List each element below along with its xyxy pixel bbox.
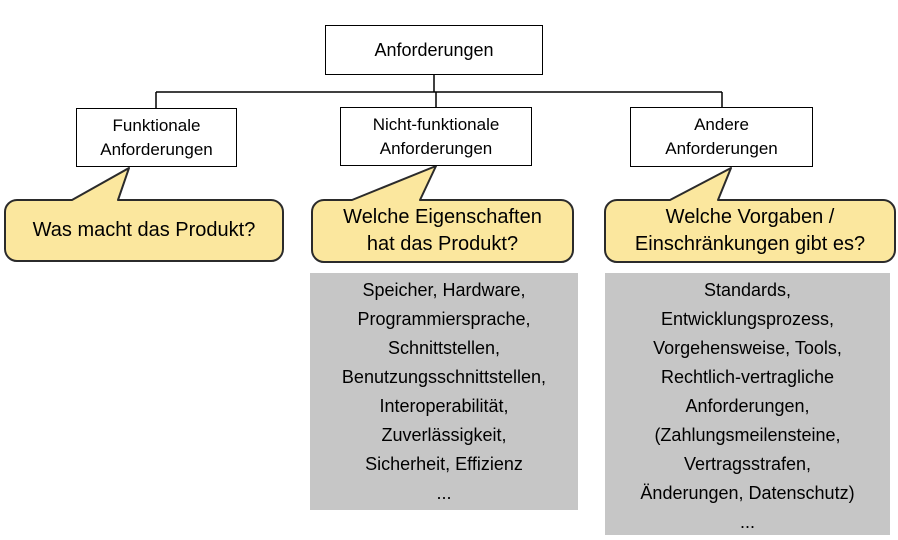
callout-text-welche-vorgaben: Welche Vorgaben /Einschränkungen gibt es… [634, 206, 866, 255]
node-anforderungen: Anforderungen [325, 25, 543, 75]
callout-bubble-funktionale [4, 167, 284, 262]
tree-connector-lines [155, 75, 723, 108]
detail-box-andere-beispiele: Standards,Entwicklungsprozess,Vorgehensw… [605, 273, 890, 535]
detail-box-nichtfunktionale-beispiele: Speicher, Hardware,Programmiersprache,Sc… [310, 273, 578, 510]
callout-bubble-nichtfunktionale [311, 165, 574, 263]
callout-bubble-andere [604, 167, 896, 263]
callout-text-was-macht-das-produkt: Was macht das Produkt? [32, 219, 256, 241]
